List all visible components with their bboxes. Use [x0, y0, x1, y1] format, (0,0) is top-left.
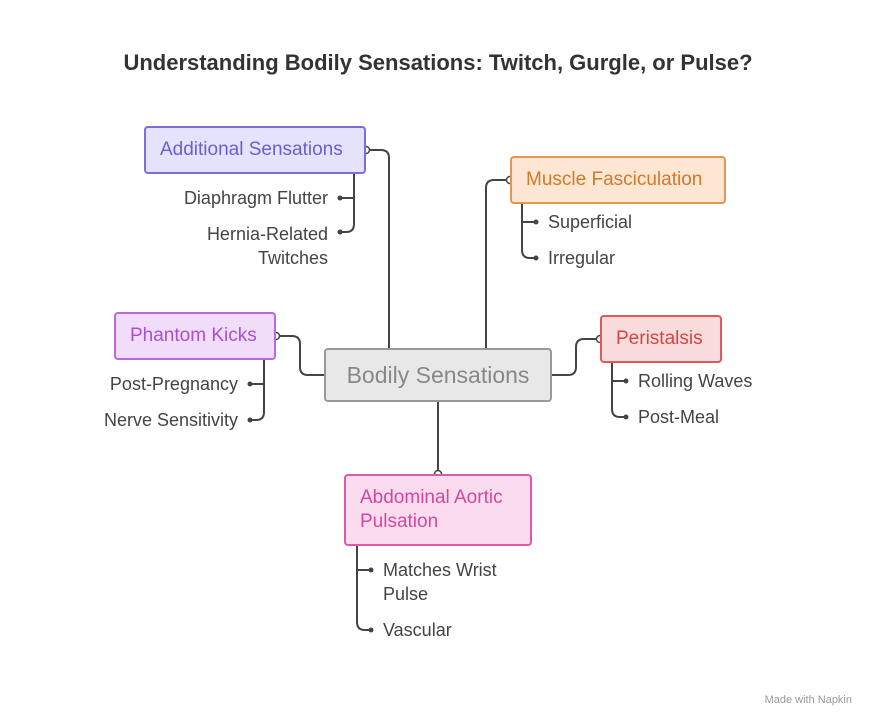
center-node: Bodily Sensations — [324, 348, 552, 402]
connector-peristalsis-children — [611, 363, 626, 418]
connector-muscle — [485, 179, 510, 348]
diagram-title: Understanding Bodily Sensations: Twitch,… — [123, 50, 753, 75]
center-label: Bodily Sensations — [346, 361, 530, 388]
connector-additional-children — [340, 174, 355, 233]
node-muscle-label: Muscle Fasciculation — [526, 169, 703, 190]
node-phantom-label: Phantom Kicks — [130, 325, 257, 346]
leaf-irregular: Irregular — [548, 248, 616, 268]
node-peristalsis-label: Peristalsis — [616, 328, 703, 349]
footer-credit: Made with Napkin — [764, 694, 852, 706]
leaf-diaphragm-flutter: Diaphragm Flutter — [183, 188, 328, 208]
node-abdominal-aortic-pulsation: Abdominal Aortic Pulsation — [344, 474, 532, 546]
node-aortic-label: Abdominal Aortic Pulsation — [360, 487, 503, 532]
connector-additional — [366, 149, 390, 348]
leaf-hernia-related-twitches: Hernia-Related Twitches — [206, 224, 328, 268]
node-additional-sensations: Additional Sensations — [144, 126, 366, 174]
leaf-rolling-waves: Rolling Waves — [638, 371, 753, 391]
connector-phantom — [276, 335, 324, 376]
node-muscle-fasciculation: Muscle Fasciculation — [510, 156, 726, 204]
node-additional-label: Additional Sensations — [160, 139, 343, 160]
node-phantom-kicks: Phantom Kicks — [114, 312, 276, 360]
connector-aortic-children — [356, 546, 371, 631]
node-peristalsis: Peristalsis — [600, 315, 722, 363]
connector-muscle-children — [521, 204, 536, 259]
leaf-post-pregnancy: Post-Pregnancy — [109, 374, 238, 394]
connector-phantom-children — [250, 360, 265, 421]
leaf-nerve-sensitivity: Nerve Sensitivity — [103, 410, 238, 430]
leaf-post-meal: Post-Meal — [638, 407, 720, 427]
leaf-matches-wrist-pulse: Matches Wrist Pulse — [383, 560, 497, 604]
leaf-vascular: Vascular — [383, 620, 452, 640]
connector-peristalsis — [552, 338, 600, 376]
leaf-superficial: Superficial — [548, 212, 633, 232]
